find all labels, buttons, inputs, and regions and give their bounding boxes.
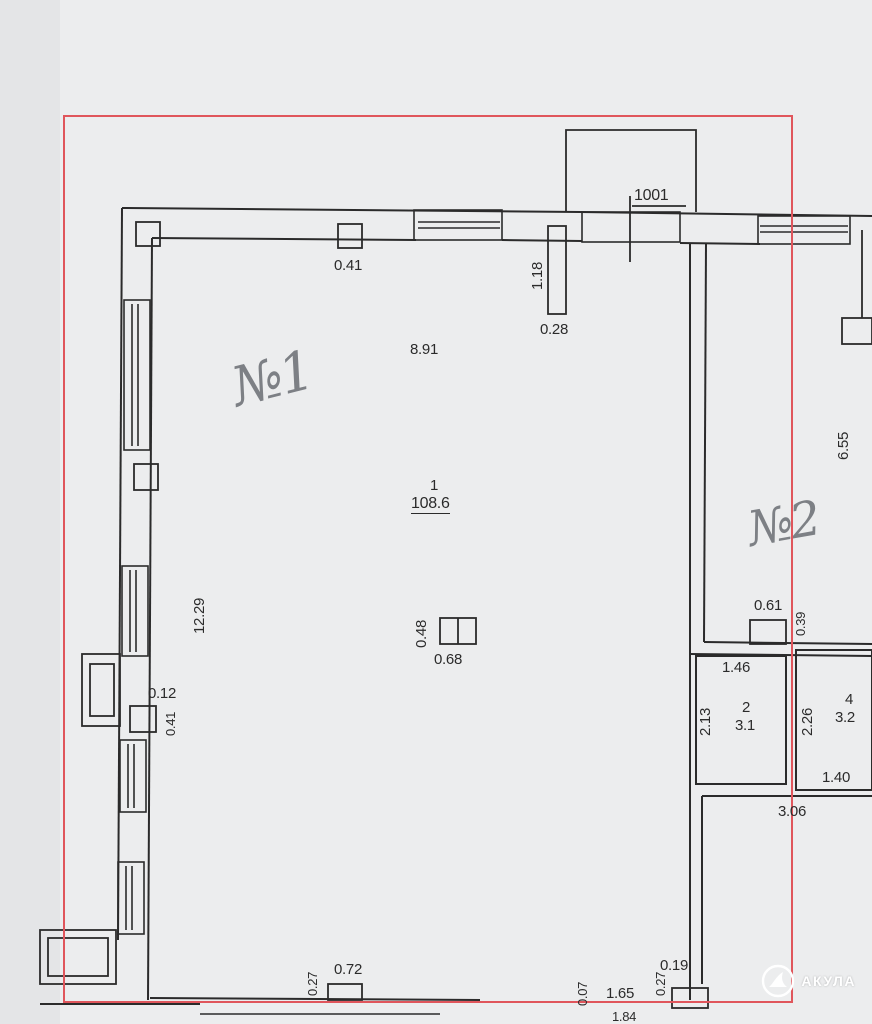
columns — [129, 221, 872, 1009]
room-1-area: 108.6 — [411, 495, 450, 514]
dim-0-41-top: 0.41 — [334, 257, 362, 274]
protrusions — [39, 129, 697, 1015]
dim-0-72: 0.72 — [334, 961, 362, 978]
room-1-outline — [63, 115, 793, 1003]
room-4-area: 3.2 — [835, 709, 855, 726]
watermark: АКУЛА — [761, 964, 856, 998]
dim-0-61: 0.61 — [754, 597, 782, 614]
handwritten-n2: №2 — [743, 490, 823, 558]
marker-1001: 1001 — [634, 187, 669, 204]
dim-1-46: 1.46 — [722, 659, 750, 676]
room-4-number: 4 — [845, 691, 854, 708]
dim-0-28: 0.28 — [540, 321, 568, 338]
dim-0-68: 0.68 — [434, 651, 462, 668]
dim-0-39: 0.39 — [793, 611, 808, 636]
dim-1-65: 1.65 — [606, 985, 634, 1002]
dim-3-06: 3.06 — [778, 803, 806, 820]
dim-2-26: 2.26 — [799, 708, 816, 736]
room-2-number: 2 — [742, 699, 751, 716]
dim-1-18: 1.18 — [529, 262, 546, 290]
dim-1-84: 1.84 — [612, 1009, 637, 1024]
shark-fin-icon — [762, 964, 795, 998]
dim-0-19: 0.19 — [660, 957, 688, 974]
dim-0-41-left: 0.41 — [163, 711, 178, 736]
windows — [117, 209, 851, 935]
dim-0-07: 0.07 — [575, 981, 590, 1006]
dim-8-91: 8.91 — [410, 341, 438, 358]
watermark-text: АКУЛА — [801, 973, 856, 989]
dim-0-27-a: 0.27 — [305, 971, 320, 996]
dim-2-13: 2.13 — [697, 708, 714, 736]
dim-12-29: 12.29 — [191, 597, 208, 634]
room-1-number: 1 — [430, 477, 439, 494]
walls — [40, 207, 872, 1005]
dim-0-48: 0.48 — [413, 620, 430, 648]
room-2-area: 3.1 — [735, 717, 755, 734]
dim-0-12: 0.12 — [148, 685, 176, 702]
dim-1-40: 1.40 — [822, 769, 850, 786]
dim-6-55: 6.55 — [835, 432, 852, 460]
dim-0-27-b: 0.27 — [653, 971, 668, 996]
